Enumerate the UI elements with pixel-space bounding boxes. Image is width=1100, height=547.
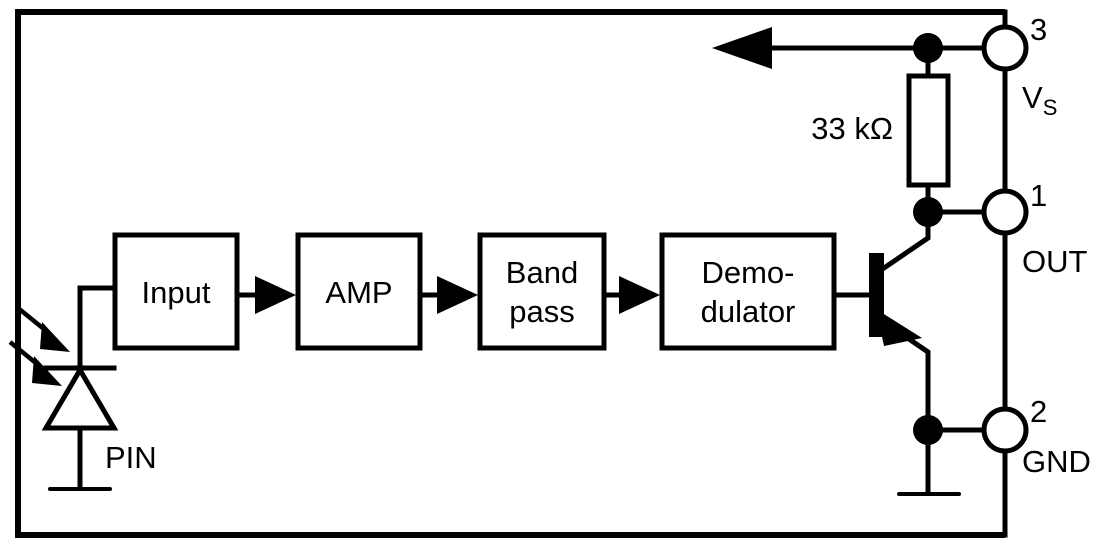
connector-input-amp-arrow-icon — [255, 276, 296, 314]
block-demodulator-label-line1: Demo- — [701, 255, 794, 290]
block-bandpass-label-line1: Band — [506, 255, 578, 290]
incident-light-arrows-icon — [8, 306, 70, 386]
bias-resistor-label: 33 kΩ — [811, 111, 893, 146]
pin-terminal-2[interactable] — [981, 406, 1029, 454]
transistor-base-bar — [869, 253, 884, 337]
photodiode-to-input-wire — [77, 285, 118, 371]
pin-terminal-1[interactable] — [981, 188, 1029, 236]
current-flow-arrow-left-icon — [712, 27, 772, 69]
pin-1-label: OUT — [1022, 244, 1088, 279]
transistor-collector-wire — [880, 209, 931, 272]
pin-terminal-3[interactable] — [981, 24, 1029, 72]
block-demodulator[interactable] — [659, 232, 837, 351]
block-input-label: Input — [142, 275, 211, 310]
block-amp-label: AMP — [325, 275, 392, 310]
device-outline — [15, 9, 1005, 538]
connector-bandpass-demodulator-arrow-icon — [619, 276, 660, 314]
transistor-emitter-arrow-icon — [876, 309, 922, 346]
pin-3-label-sub: S — [1043, 95, 1058, 120]
block-bandpass[interactable] — [477, 232, 607, 351]
pin-1-number: 1 — [1030, 178, 1047, 213]
block-input[interactable] — [112, 232, 240, 351]
block-amp[interactable] — [295, 232, 423, 351]
bias-resistor-body — [906, 73, 951, 188]
photodiode-label: PIN — [105, 440, 157, 475]
junction-dot-vs — [913, 33, 943, 63]
pin-3-number: 3 — [1030, 12, 1047, 47]
pin-3-label-main: V — [1022, 80, 1043, 115]
connector-amp-bandpass-arrow-icon — [437, 276, 478, 314]
pin-2-label: GND — [1022, 444, 1091, 479]
pin-3-label: VS — [1022, 80, 1057, 120]
pin-2-number: 2 — [1030, 394, 1047, 429]
photodiode-triangle — [41, 365, 119, 431]
block-bandpass-label-line2: pass — [509, 294, 574, 329]
block-demodulator-label-line2: dulator — [701, 294, 796, 329]
